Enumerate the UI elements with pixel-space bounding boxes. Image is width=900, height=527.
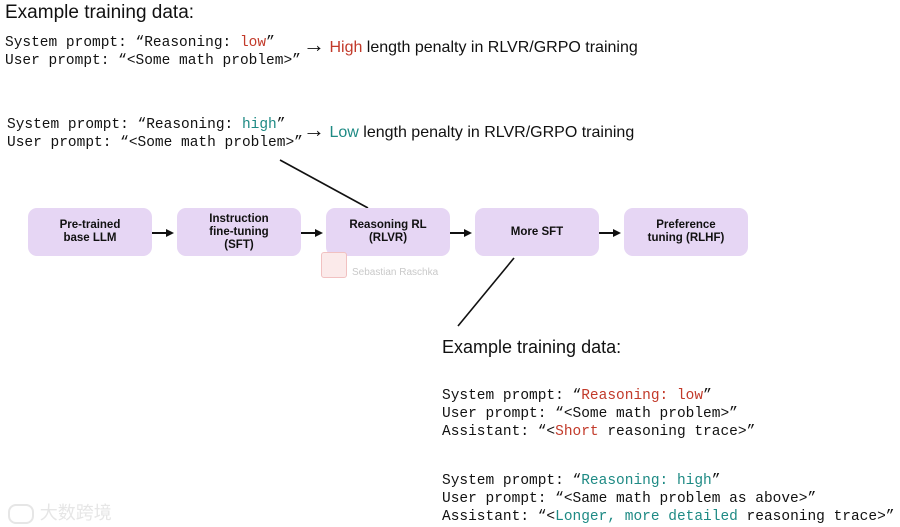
top-low-system-line: System prompt: “Reasoning: low” [5, 34, 301, 52]
top-high-system-line: System prompt: “Reasoning: high” [7, 116, 303, 134]
stage-label: (SFT) [224, 238, 254, 251]
bottom-low-system-suffix: ” [703, 388, 712, 404]
bottom-low-system-value: Reasoning: low [581, 388, 704, 404]
stage-label: Instruction [209, 212, 269, 225]
bottom-low-user-line: User prompt: “<Some math problem>” [442, 406, 738, 422]
bottom-high-system-value: Reasoning: high [581, 473, 712, 489]
bottom-high-system-suffix: ” [711, 473, 721, 489]
stage-reasoning-rl: Reasoning RL(RLVR) [326, 208, 450, 256]
bottom-low-example: System prompt: “Reasoning: low” User pro… [442, 387, 755, 441]
stage-label: Preference [656, 219, 716, 231]
top-low-system-value: low [239, 35, 267, 51]
bottom-high-system-prefix: System prompt: “ [442, 473, 582, 489]
corner-logo-icon [8, 504, 34, 524]
top-low-example: System prompt: “Reasoning: low” User pro… [5, 34, 301, 70]
callout-line-bottom [457, 257, 515, 327]
bottom-high-assistant-prefix: Assistant: “< [442, 509, 556, 525]
top-low-description: → High length penalty in RLVR/GRPO train… [303, 34, 638, 57]
top-high-desc-rest: length penalty in RLVR/GRPO training [358, 124, 635, 141]
top-low-desc-highlight: High [329, 39, 363, 56]
bottom-high-system-line: System prompt: “Reasoning: high” [442, 472, 895, 490]
top-high-desc-highlight: Low [329, 124, 359, 141]
arrow-right-icon: → [303, 32, 325, 57]
bottom-high-user-line: User prompt: “<Same math problem as abov… [442, 491, 817, 507]
top-high-system-suffix: ” [276, 117, 286, 133]
stage-label: base LLM [63, 232, 117, 244]
bottom-high-assistant-highlight: Longer, more detailed [555, 509, 738, 525]
arrow-right-icon: → [303, 117, 325, 142]
bottom-high-assistant-line: Assistant: “<Longer, more detailed reaso… [442, 508, 895, 526]
top-low-desc-rest: length penalty in RLVR/GRPO training [362, 39, 638, 56]
callout-line-top [279, 159, 369, 209]
top-heading: Example training data: [5, 2, 195, 23]
corner-watermark-text: 大数跨境 [39, 503, 112, 524]
bottom-high-example: System prompt: “Reasoning: high” User pr… [442, 472, 895, 526]
bottom-low-system-prefix: System prompt: “ [442, 388, 582, 404]
stage-label: Reasoning RL [349, 219, 427, 231]
stage-more-sft: More SFT [475, 208, 599, 256]
bottom-low-assistant-highlight: Short [555, 424, 599, 440]
top-high-description: → Low length penalty in RLVR/GRPO traini… [303, 119, 635, 142]
bottom-low-assistant-rest: reasoning trace>” [598, 424, 756, 440]
stage-label: Pre-trained [59, 219, 121, 231]
bottom-high-assistant-rest: reasoning trace>” [737, 509, 895, 525]
watermark-text: Sebastian Raschka [352, 267, 439, 278]
top-high-system-value: high [241, 117, 277, 133]
stage-label: (RLVR) [368, 232, 408, 244]
top-low-system-suffix: ” [266, 35, 275, 51]
corner-watermark: 大数跨境 [8, 499, 112, 525]
top-high-example: System prompt: “Reasoning: high” User pr… [7, 116, 303, 152]
top-high-user-line: User prompt: “<Some math problem>” [7, 135, 303, 151]
bottom-low-assistant-line: Assistant: “<Short reasoning trace>” [442, 423, 755, 441]
bottom-heading: Example training data: [442, 337, 622, 357]
stage-label: fine-tuning [209, 225, 269, 238]
bottom-low-system-line: System prompt: “Reasoning: low” [442, 387, 755, 405]
top-low-user-line: User prompt: “<Some math problem>” [5, 53, 301, 69]
top-high-system-prefix: System prompt: “Reasoning: [7, 117, 242, 133]
watermark-logo-icon [321, 252, 347, 278]
top-low-system-prefix: System prompt: “Reasoning: [5, 35, 240, 51]
stage-label: More SFT [510, 225, 564, 238]
stage-label: tuning (RLHF) [647, 232, 725, 244]
bottom-low-assistant-prefix: Assistant: “< [442, 424, 556, 440]
